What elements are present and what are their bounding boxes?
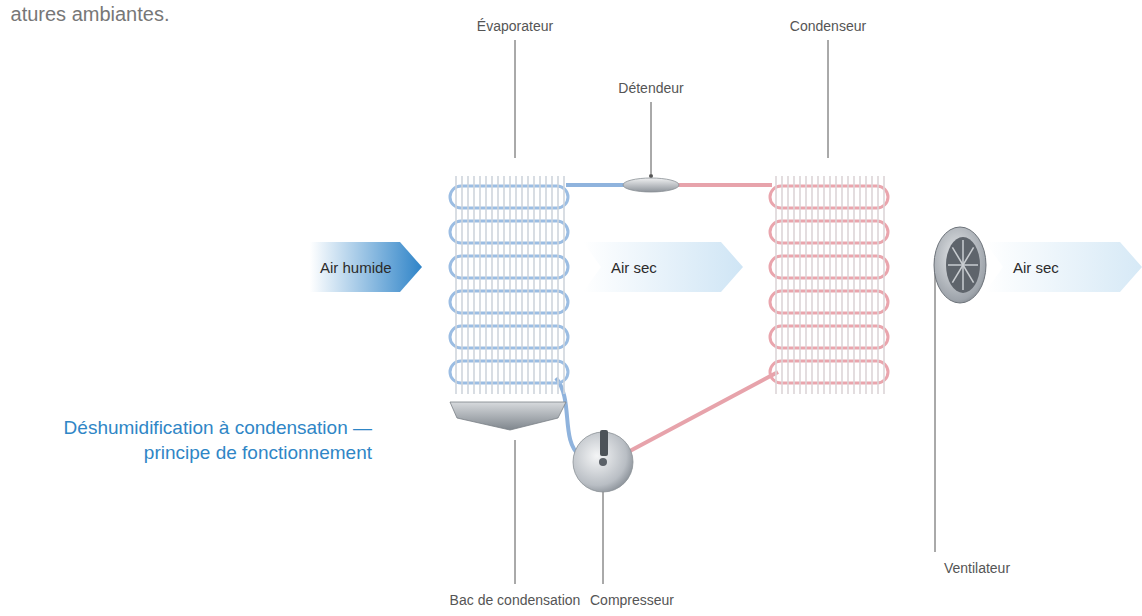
arrow-shape — [985, 242, 1142, 292]
tube — [566, 183, 624, 187]
compressor-shaft — [600, 430, 608, 456]
coil-fin — [533, 176, 535, 394]
coil-fin — [503, 176, 505, 394]
coil-fin — [841, 176, 843, 394]
coil-fin — [479, 176, 481, 394]
coil-fin — [781, 176, 783, 394]
tube — [678, 183, 772, 187]
fan-blade — [948, 264, 963, 266]
coil-fin — [527, 176, 529, 394]
coil-fin — [485, 176, 487, 394]
coil-fin — [563, 176, 565, 394]
part-label: Détendeur — [618, 80, 683, 97]
coil-fin — [883, 176, 885, 394]
condensate-tray — [450, 402, 566, 430]
arrow-shape — [583, 242, 743, 292]
fan-blades — [948, 240, 978, 290]
leader-dot — [649, 174, 653, 178]
cut-off-text: atures ambiantes. — [11, 2, 170, 26]
coil-fin — [497, 176, 499, 394]
part-label: Bac de condensation — [450, 592, 581, 609]
fan-symbol — [934, 227, 986, 303]
fan-blade — [952, 265, 963, 283]
coil-fin — [829, 176, 831, 394]
air-flow-arrow: Air humide — [310, 242, 422, 292]
coil-fin — [805, 176, 807, 394]
part-label: Condenseur — [790, 18, 866, 35]
coil-fin — [509, 176, 511, 394]
coil-fin — [515, 176, 517, 394]
coil-fin — [811, 176, 813, 394]
leader-lines — [515, 40, 950, 584]
evaporator-coil — [450, 176, 568, 394]
coil-fin — [865, 176, 867, 394]
air-flow-arrow: Air sec — [985, 242, 1142, 292]
arrow-shape — [583, 242, 743, 292]
coil-fin — [823, 176, 825, 394]
coil-fin — [461, 176, 463, 394]
coil-fin — [491, 176, 493, 394]
coil-fin — [853, 176, 855, 394]
coil-fin — [835, 176, 837, 394]
fan-blade — [962, 265, 964, 290]
arrow-shape — [310, 242, 422, 292]
coil-fin — [455, 176, 457, 394]
coil-fin — [787, 176, 789, 394]
coil-fin — [473, 176, 475, 394]
coil-fin — [817, 176, 819, 394]
tube — [556, 378, 580, 456]
tube — [628, 372, 778, 452]
coil-fin — [877, 176, 879, 394]
expansion-valve — [623, 178, 679, 192]
fan-inlet — [946, 237, 980, 293]
compressor-hub — [599, 458, 607, 466]
part-label: Compresseur — [590, 592, 674, 609]
condenser-coil — [770, 176, 888, 394]
coil-fin — [793, 176, 795, 394]
air-flow-arrow: Air sec — [583, 242, 743, 292]
fan-blade — [963, 264, 978, 266]
coil-fin — [847, 176, 849, 394]
flow-label: Air sec — [611, 259, 657, 276]
coil-fin — [775, 176, 777, 394]
coil-fin — [467, 176, 469, 394]
coil-fin — [539, 176, 541, 394]
figure-caption: Déshumidification à condensation — princ… — [12, 416, 372, 465]
part-label: Ventilateur — [944, 560, 1010, 577]
coil-fin — [799, 176, 801, 394]
coil-fin — [545, 176, 547, 394]
fan-blade — [963, 265, 974, 283]
coil-fin — [859, 176, 861, 394]
part-label: Évaporateur — [477, 18, 553, 35]
fan-blade — [962, 240, 964, 265]
coil-fin — [551, 176, 553, 394]
fan-blade — [963, 247, 974, 265]
arrow-shape — [985, 242, 1142, 292]
coil-fin — [557, 176, 559, 394]
coil-fin — [871, 176, 873, 394]
flow-label: Air sec — [1013, 259, 1059, 276]
coil-fin — [521, 176, 523, 394]
flow-label: Air humide — [320, 259, 392, 276]
fan-blade — [952, 247, 963, 265]
